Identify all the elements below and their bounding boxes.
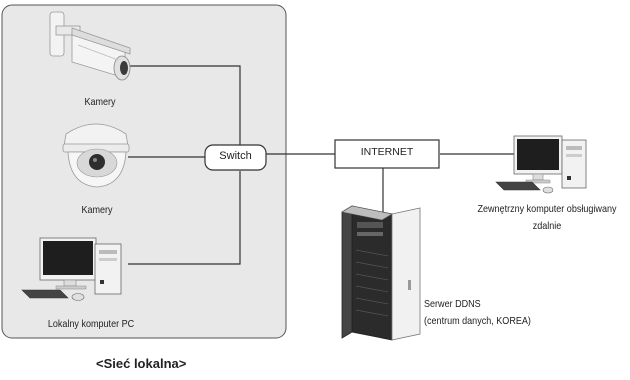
internet-label: INTERNET (360, 146, 414, 158)
desktop-pc-icon (495, 135, 587, 194)
switch-label: Switch (219, 150, 252, 162)
label-remote-pc-line2: zdalnie (532, 220, 562, 232)
label-ddns-server: Serwer DDNS (424, 298, 481, 310)
dome-camera-icon (62, 123, 130, 188)
lan-area (1, 4, 287, 339)
lan-caption: <Sieć lokalna> (96, 356, 187, 371)
bullet-camera-icon (49, 11, 131, 81)
desktop-pc-icon (21, 237, 122, 301)
line-bullet-camera-switch (128, 65, 241, 145)
line-pc-switch (128, 171, 241, 265)
label-camera-bullet: Kamery (84, 96, 116, 108)
internet-box (334, 139, 440, 169)
switch-box (204, 144, 267, 171)
label-local-pc: Lokalny komputer PC (47, 318, 135, 330)
label-remote-pc: Zewnętrzny komputer obsługiwany (477, 203, 617, 215)
label-ddns-location: (centrum danych, KOREA) (424, 315, 531, 327)
server-tower-icon (341, 205, 421, 341)
label-camera-dome: Kamery (81, 204, 113, 216)
connection-lines (128, 65, 514, 265)
